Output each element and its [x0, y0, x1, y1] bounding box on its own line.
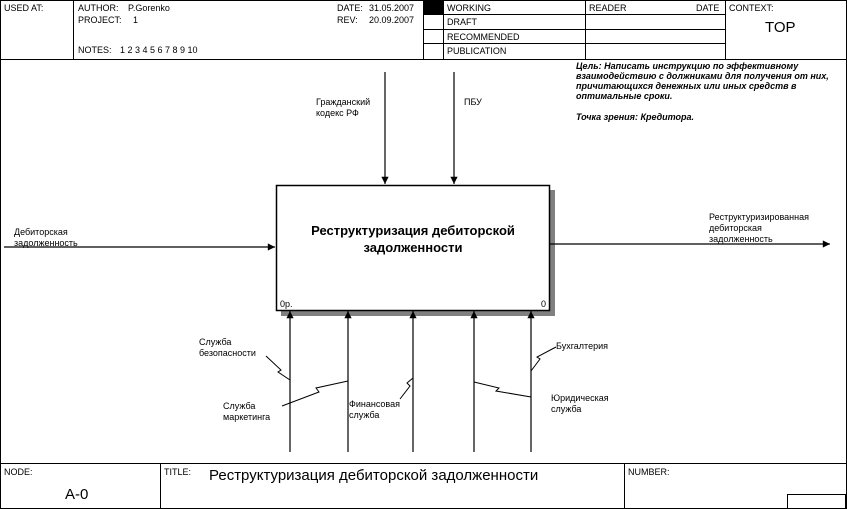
control-label-line: Гражданский — [316, 97, 371, 107]
mechanism-label-legal: Юридическая служба — [551, 393, 609, 415]
author-value: P.Gorenko — [128, 3, 170, 13]
used-at-label: USED AT: — [4, 3, 44, 13]
goal-text: Цель: Написать инструкцию по эффективном… — [576, 61, 829, 101]
node-label: NODE: — [4, 467, 33, 477]
activity-number: 0 — [541, 299, 547, 309]
mechanism-label-line: безопасности — [199, 348, 256, 358]
input-label-receivables: Дебиторская задолженность — [14, 227, 78, 249]
status-publication: PUBLICATION — [447, 46, 507, 56]
author-label: AUTHOR: — [78, 3, 119, 13]
activity-box-shadow — [281, 190, 555, 316]
project-label: PROJECT: — [78, 15, 122, 25]
node-value: A-0 — [65, 486, 89, 503]
reader-label: READER — [589, 3, 627, 13]
context-value: TOP — [765, 19, 796, 36]
context-label: CONTEXT: — [729, 3, 774, 13]
mechanism-label-accounting: Бухгалтерия — [556, 341, 608, 351]
input-label-line: Дебиторская — [14, 227, 68, 237]
mechanism-label-finance: Финансовая служба — [349, 399, 400, 421]
mechanism-label-line: маркетинга — [223, 412, 271, 422]
input-label-line: задолженность — [14, 238, 78, 248]
activity-title: Реструктуризация дебиторской задолженнос… — [311, 223, 515, 255]
control-label-pbu: ПБУ — [464, 97, 482, 107]
date-label: DATE: — [337, 3, 363, 13]
activity-cost: 0р. — [280, 299, 293, 309]
output-label-restructured: Реструктуризированная дебиторская задолж… — [709, 212, 809, 245]
mechanism-label-line: Служба — [223, 401, 256, 411]
mechanism-label-line: служба — [349, 410, 380, 420]
project-value: 1 — [133, 15, 139, 25]
activity-box[interactable] — [275, 184, 551, 312]
status-recommended: RECOMMENDED — [447, 32, 520, 42]
rev-value: 20.09.2007 — [369, 15, 415, 25]
goal-note: Цель: Написать инструкцию по эффективном… — [576, 61, 838, 122]
mechanism-label-security: Служба безопасности — [199, 337, 256, 359]
number-label: NUMBER: — [628, 467, 670, 477]
control-label-line: кодекс РФ — [316, 108, 359, 118]
notes-value: 1 2 3 4 5 6 7 8 9 10 — [120, 45, 198, 55]
viewpoint-text: Точка зрения: Кредитора. — [576, 112, 695, 122]
rev-label: REV: — [337, 15, 358, 25]
title-label: TITLE: — [164, 467, 192, 477]
output-label-line: дебиторская — [709, 223, 762, 233]
mechanism-label-line: Служба — [199, 337, 232, 347]
status-working: WORKING — [447, 3, 491, 13]
status-draft: DRAFT — [447, 17, 477, 27]
mechanism-label-line: Юридическая — [551, 393, 609, 403]
output-label-line: Реструктуризированная — [709, 212, 810, 222]
header-grid — [0, 0, 847, 60]
label-leaders — [265, 346, 557, 407]
control-label-civil-code: Гражданский кодекс РФ — [316, 97, 370, 119]
date-value: 31.05.2007 — [369, 3, 415, 13]
working-status-marker — [424, 1, 443, 14]
output-label-line: задолженность — [709, 234, 773, 244]
mechanism-label-line: Финансовая — [349, 399, 400, 409]
reader-date-label: DATE — [696, 3, 720, 13]
mechanism-label-line: служба — [551, 404, 582, 414]
footer-title: Реструктуризация дебиторской задолженнос… — [209, 467, 539, 484]
notes-label: NOTES: — [78, 45, 112, 55]
mechanism-label-marketing: Служба маркетинга — [223, 401, 270, 423]
